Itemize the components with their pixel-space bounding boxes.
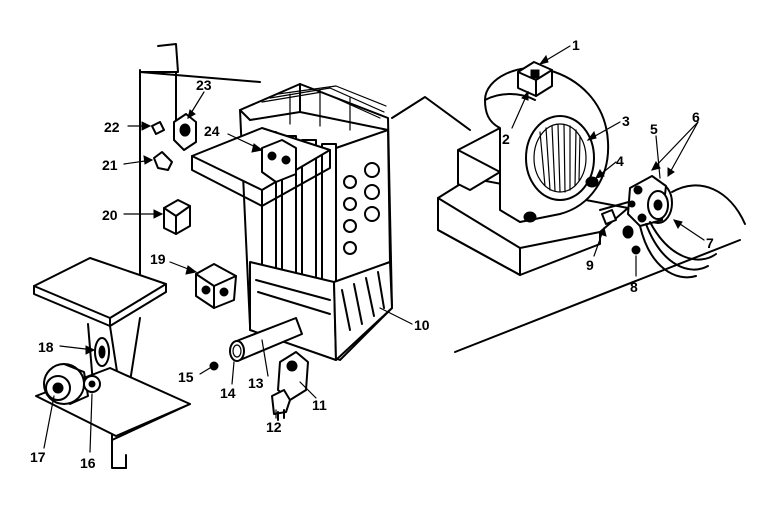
- callout-10: 10: [414, 317, 430, 333]
- callout-2: 2: [502, 131, 510, 147]
- heat-exchanger: [239, 83, 393, 361]
- callout-24: 24: [204, 123, 220, 139]
- callout-1: 1: [572, 37, 580, 53]
- leader-lines: [43, 45, 705, 453]
- callout-14: 14: [220, 385, 236, 401]
- callout-11: 11: [312, 397, 327, 413]
- gas-valve: [271, 351, 309, 421]
- exchanger-top-fins: [261, 85, 387, 131]
- inducer-assembly: [33, 257, 191, 437]
- manifold-pipe: [209, 317, 303, 371]
- burner-slots: [255, 271, 385, 331]
- callout-7: 7: [706, 235, 714, 251]
- callout-16: 16: [80, 455, 96, 471]
- controls: [151, 113, 237, 309]
- callout-20: 20: [102, 207, 118, 223]
- callout-15: 15: [178, 369, 194, 385]
- callout-17: 17: [30, 449, 46, 465]
- callout-8: 8: [630, 279, 638, 295]
- callout-23: 23: [196, 77, 212, 93]
- callout-5: 5: [650, 121, 658, 137]
- callout-13: 13: [248, 375, 264, 391]
- callout-22: 22: [104, 119, 120, 135]
- callout-9: 9: [586, 257, 594, 273]
- callout-21: 21: [102, 157, 118, 173]
- callout-3: 3: [622, 113, 630, 129]
- callout-12: 12: [266, 419, 282, 435]
- callout-4: 4: [616, 153, 624, 169]
- top-plate: [191, 127, 331, 207]
- callout-labels: 1 2 3 4 5 6 7 8 9 10 11 12 13 14 15 16 1…: [30, 37, 714, 471]
- callout-19: 19: [150, 251, 166, 267]
- callout-18: 18: [38, 339, 54, 355]
- callout-6: 6: [692, 109, 700, 125]
- blower-wheel-blades: [539, 124, 581, 193]
- cabinet-outline: [111, 43, 741, 469]
- blower-assembly: [437, 61, 746, 279]
